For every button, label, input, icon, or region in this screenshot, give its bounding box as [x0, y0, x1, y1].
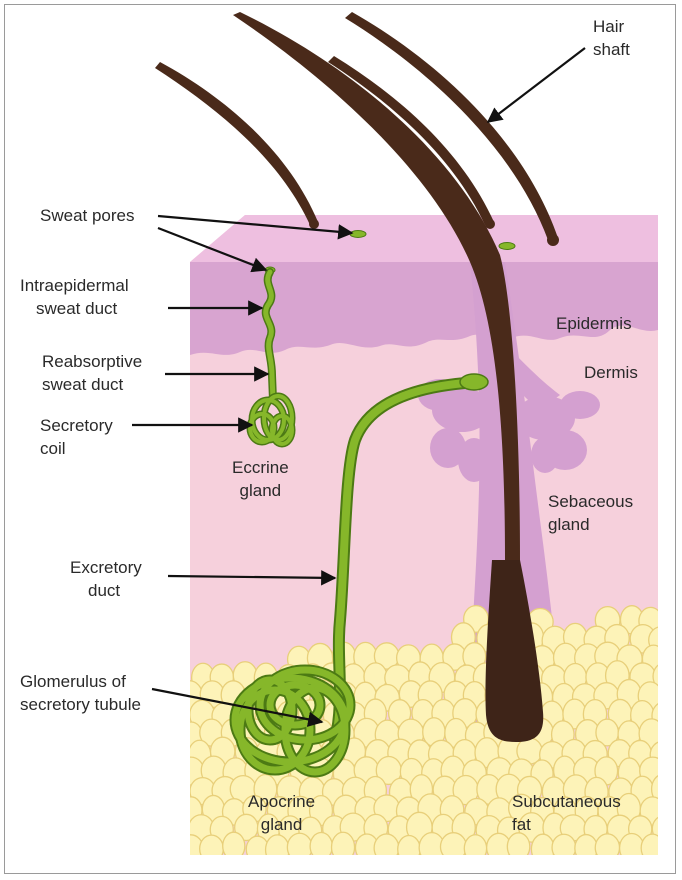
label-reabsorptive-line2: sweat duct [42, 375, 124, 394]
sweat-pore-1 [349, 230, 367, 238]
fat-cell [309, 831, 333, 855]
fat-cell [506, 832, 531, 855]
fat-cell [373, 833, 400, 855]
fat-cell [330, 831, 356, 855]
label-intraepidermal: Intraepidermal sweat duct [20, 274, 129, 320]
label-hair-shaft-line2: shaft [593, 40, 630, 59]
fat-cell [439, 832, 468, 855]
label-sebaceous-gland: Sebaceous gland [548, 490, 633, 536]
arrow-sweat-pore-surface [157, 214, 354, 240]
arrow-hair-shaft [486, 47, 586, 123]
fat-cell [530, 833, 555, 855]
fat-cell [594, 833, 621, 855]
hair-bulb [485, 560, 544, 742]
label-reabsorptive-line1: Reabsorptive [42, 352, 143, 371]
label-apocrine-line1: Apocrine [248, 792, 316, 811]
label-secretory-coil: Secretory coil [40, 414, 113, 460]
hair-strand-1 [155, 62, 318, 225]
eccrine-secretory-coil [246, 392, 296, 448]
label-glomerulus: Glomerulus of secretory tubule [20, 670, 141, 716]
label-eccrine-line2: gland [239, 481, 282, 500]
fat-cell [650, 775, 658, 803]
label-reabsorptive: Reabsorptive sweat duct [42, 350, 142, 396]
arrow-glomerulus [151, 687, 324, 727]
label-apocrine-gland: Apocrine gland [248, 790, 315, 836]
label-secretory-coil-line1: Secretory [40, 416, 113, 435]
label-eccrine-line1: Eccrine [232, 458, 289, 477]
fat-cell [463, 834, 488, 855]
label-hair-shaft: Hair shaft [593, 15, 630, 61]
label-apocrine-line2: gland [260, 815, 303, 834]
main-hair-shaft [233, 12, 520, 560]
skin-surface [190, 215, 658, 262]
fat-cell [222, 831, 246, 855]
label-sebaceous-line1: Sebaceous [548, 492, 634, 511]
fat-cell [640, 833, 658, 855]
fat-cell [397, 834, 421, 855]
label-dermis: Dermis [584, 363, 638, 382]
label-subcutaneous-line1: Subcutaneous [512, 792, 621, 811]
label-intraepidermal-line1: Intraepidermal [20, 276, 129, 295]
label-excretory-duct: Excretory duct [70, 556, 142, 602]
hair-strand-2 [328, 56, 494, 225]
label-intraepidermal-line2: sweat duct [36, 299, 118, 318]
fat-cell [264, 834, 290, 855]
label-subcutaneous-line2: fat [512, 815, 531, 834]
fat-cell [286, 832, 313, 855]
label-subcutaneous-fat: Subcutaneous fat [512, 790, 621, 836]
label-secretory-coil-line2: coil [40, 439, 66, 458]
label-sweat-pores: Sweat pores [40, 206, 135, 225]
label-eccrine-gland: Eccrine gland [232, 456, 289, 502]
label-excretory-line2: duct [88, 581, 121, 600]
apocrine-glomerulus [229, 664, 356, 778]
label-sebaceous-line2: gland [548, 515, 590, 534]
label-glomerulus-line1: Glomerulus of [20, 672, 126, 691]
fat-cell [551, 833, 577, 855]
label-excretory-line1: Excretory [70, 558, 142, 577]
fat-cell [618, 832, 645, 855]
arrow-sweat-pore-duct [157, 226, 268, 273]
fat-cell [652, 664, 658, 689]
fat-cell [199, 834, 224, 855]
fat-cell [574, 833, 599, 855]
epidermis-layer [190, 262, 658, 355]
label-hair-shaft-line1: Hair [593, 17, 625, 36]
arrow-excretory [167, 570, 337, 586]
figure-frame [4, 4, 676, 874]
sweat-pore-2 [498, 242, 516, 250]
label-glomerulus-line2: secretory tubule [20, 695, 141, 714]
label-epidermis: Epidermis [556, 314, 632, 333]
